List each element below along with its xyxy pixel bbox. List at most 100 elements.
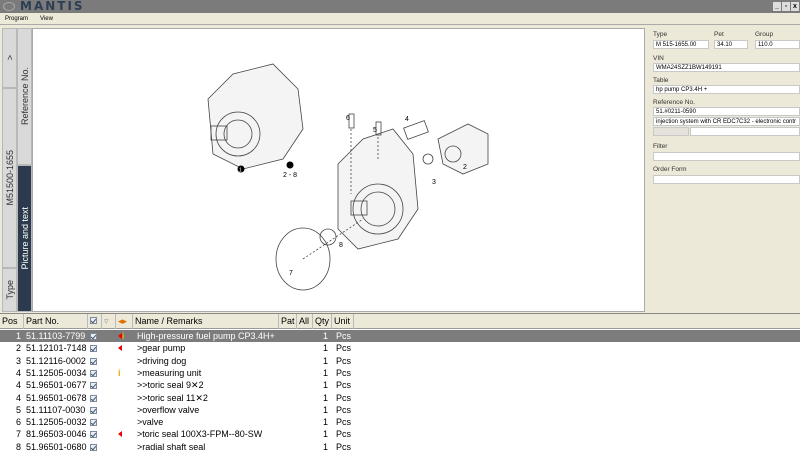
name-cell: >valve bbox=[137, 417, 164, 428]
part-no-cell: 51.11107-0030 bbox=[26, 404, 86, 415]
name-cell: >measuring unit bbox=[137, 367, 202, 378]
select-checkbox[interactable] bbox=[90, 342, 102, 355]
col-all[interactable]: All bbox=[297, 314, 313, 329]
qty-cell: 1 bbox=[322, 417, 328, 428]
col-part-no[interactable]: Part No. bbox=[24, 314, 88, 329]
unit-cell: Pcs bbox=[336, 417, 352, 428]
vin-label: VIN bbox=[653, 55, 664, 62]
select-checkbox[interactable] bbox=[90, 392, 102, 405]
title-bar: MANTIS _ ▫ x bbox=[0, 0, 800, 13]
select-checkbox[interactable] bbox=[90, 379, 102, 392]
name-cell: High-pressure fuel pump CP3.4H+ bbox=[137, 331, 275, 341]
table-row[interactable]: 4 51.96501-0677 >>toric seal 9✕2 1 Pcs bbox=[0, 379, 800, 391]
group-field[interactable]: 110.0 bbox=[755, 40, 800, 49]
restore-button[interactable]: ▫ bbox=[782, 2, 790, 11]
qty-cell: 1 bbox=[322, 367, 328, 378]
pos-cell: 8 bbox=[15, 441, 21, 452]
col-pat[interactable]: Pat bbox=[279, 314, 297, 329]
select-checkbox[interactable] bbox=[90, 330, 102, 343]
col-check[interactable] bbox=[88, 314, 102, 329]
group-label: Group bbox=[755, 31, 774, 38]
unit-cell: Pcs bbox=[336, 429, 352, 440]
flags-cell bbox=[118, 428, 133, 440]
qty-cell: 1 bbox=[322, 404, 328, 415]
type-value-tab[interactable]: M51500-1655 bbox=[2, 88, 17, 268]
select-checkbox[interactable] bbox=[90, 416, 102, 429]
qty-cell: 1 bbox=[322, 355, 328, 366]
select-checkbox[interactable] bbox=[90, 441, 102, 454]
table-row[interactable]: 1 51.11103-7799 i High-pressure fuel pum… bbox=[0, 330, 800, 342]
table-field[interactable]: hp pump CP3.4H + bbox=[653, 85, 800, 94]
pos-cell: 7 bbox=[15, 429, 21, 440]
table-row[interactable]: 8 51.96501-0680 >radial shaft seal 1 Pcs bbox=[0, 441, 800, 453]
menu-view[interactable]: View bbox=[40, 16, 53, 22]
name-cell: >>toric seal 11✕2 bbox=[137, 392, 208, 403]
table-row[interactable]: 3 51.12116-0002 >driving dog 1 Pcs bbox=[0, 355, 800, 367]
picture-text-tab[interactable]: Picture and text bbox=[17, 165, 32, 312]
filter-field[interactable] bbox=[653, 152, 800, 161]
part-no-cell: 81.96503-0046 bbox=[26, 429, 87, 440]
close-button[interactable]: x bbox=[791, 2, 799, 11]
pos-cell: 4 bbox=[15, 380, 21, 391]
part-no-cell: 51.12116-0002 bbox=[26, 355, 86, 366]
table-row[interactable]: 5 51.11107-0030 >overflow valve 1 Pcs bbox=[0, 404, 800, 416]
table-header: Pos Part No. ▿ ◂▸ Name / Remarks Pat All… bbox=[0, 314, 800, 329]
col-qty[interactable]: Qty bbox=[313, 314, 332, 329]
table-row[interactable]: 6 51.12505-0032 >valve 1 Pcs bbox=[0, 416, 800, 428]
table-row[interactable]: 4 51.12505-0034 i >measuring unit 1 Pcs bbox=[0, 367, 800, 379]
type-field[interactable]: M 515-1655.00 bbox=[653, 40, 709, 49]
select-checkbox[interactable] bbox=[90, 404, 102, 417]
table-row[interactable]: 2 51.12101-7148 >gear pump 1 Pcs bbox=[0, 342, 800, 354]
part-no-cell: 51.12101-7148 bbox=[26, 343, 87, 354]
filter-icon: ▿ bbox=[104, 316, 109, 326]
check-icon bbox=[90, 317, 97, 324]
unit-cell: Pcs bbox=[336, 441, 352, 452]
collapse-tab[interactable]: > bbox=[2, 28, 17, 88]
pos-cell: 1 bbox=[15, 331, 21, 341]
order-form-field[interactable] bbox=[653, 175, 800, 184]
minimize-button[interactable]: _ bbox=[773, 2, 781, 11]
unit-cell: Pcs bbox=[336, 367, 352, 378]
pet-label: Pet bbox=[714, 31, 724, 38]
qty-cell: 1 bbox=[322, 429, 328, 440]
col-unit[interactable]: Unit bbox=[332, 314, 354, 329]
unit-cell: Pcs bbox=[336, 404, 352, 415]
unit-cell: Pcs bbox=[336, 355, 352, 366]
red-marker-icon bbox=[118, 345, 122, 352]
qty-cell: 1 bbox=[322, 331, 328, 341]
parts-table: Pos Part No. ▿ ◂▸ Name / Remarks Pat All… bbox=[0, 313, 800, 456]
table-row[interactable]: 7 81.96503-0046 >toric seal 100X3-FPM--8… bbox=[0, 428, 800, 440]
col-filter[interactable]: ▿ bbox=[102, 314, 116, 329]
table-row[interactable]: 4 51.96501-0678 >>toric seal 11✕2 1 Pcs bbox=[0, 392, 800, 404]
reference-label: Reference No. bbox=[653, 99, 695, 106]
reference-field[interactable]: 51.#0211-0590 bbox=[653, 107, 800, 116]
select-checkbox[interactable] bbox=[90, 355, 102, 368]
callout-6: 6 bbox=[346, 115, 350, 122]
callout-4: 4 bbox=[405, 116, 409, 123]
info-panel: Type M 515-1655.00 Pet 34.10 Group 110.0… bbox=[648, 28, 800, 312]
menu-program[interactable]: Program bbox=[5, 16, 29, 22]
callout-1: 1 bbox=[239, 168, 242, 174]
red-marker-icon bbox=[118, 333, 122, 339]
name-cell: >driving dog bbox=[137, 355, 187, 366]
filter-label: Filter bbox=[653, 143, 668, 150]
callout-5: 5 bbox=[373, 127, 377, 134]
name-cell: >toric seal 100X3-FPM--80-SW bbox=[137, 429, 263, 440]
name-cell: >>toric seal 9✕2 bbox=[137, 380, 204, 391]
type-tab[interactable]: Type bbox=[2, 268, 17, 312]
reference-tab[interactable]: Reference No. bbox=[17, 28, 32, 165]
reference-description: injection system with CR EDC7C32 - elect… bbox=[653, 117, 800, 126]
col-name[interactable]: Name / Remarks bbox=[133, 314, 279, 329]
select-checkbox[interactable] bbox=[90, 428, 102, 441]
info-icon: i bbox=[118, 367, 121, 378]
pump-assembly-illustration bbox=[207, 63, 304, 170]
pet-field[interactable]: 34.10 bbox=[714, 40, 748, 49]
vin-field[interactable]: WMA24SZZ1BW149191 bbox=[653, 63, 800, 72]
select-checkbox[interactable] bbox=[90, 367, 102, 380]
unit-cell: Pcs bbox=[336, 331, 352, 341]
info-icon: i bbox=[122, 331, 125, 341]
col-pos[interactable]: Pos bbox=[0, 314, 24, 329]
callout-3: 3 bbox=[432, 179, 436, 186]
col-flags[interactable]: ◂▸ bbox=[116, 314, 133, 329]
qty-cell: 1 bbox=[322, 441, 328, 452]
